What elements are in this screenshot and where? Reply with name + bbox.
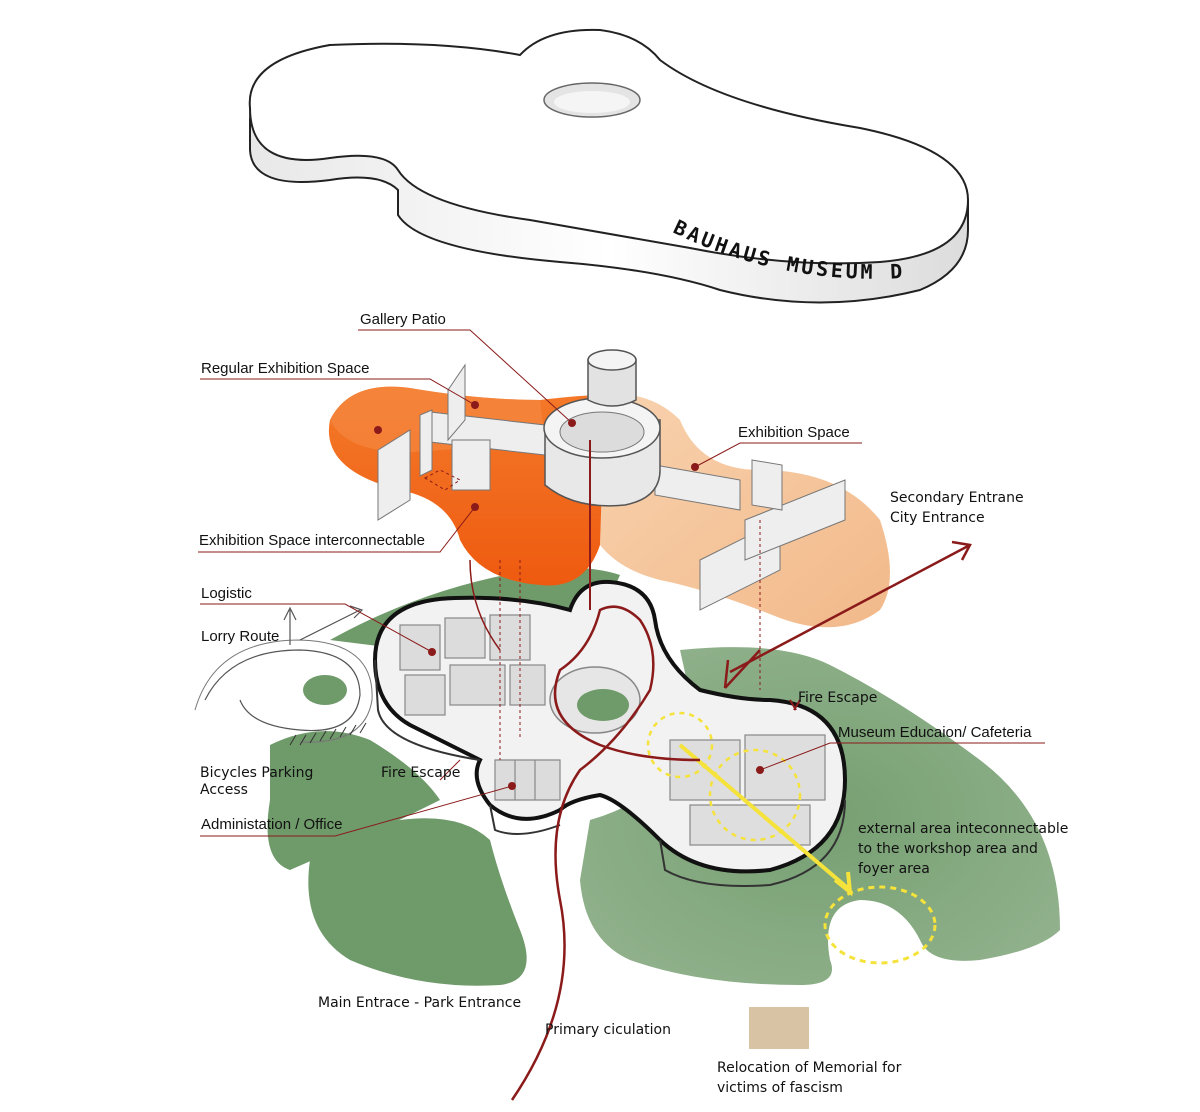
label-exhibition-space: Exhibition Space	[738, 424, 850, 441]
label-bicycles-1: Bicycles Parking	[200, 765, 313, 781]
education-flow-ring	[708, 748, 802, 842]
leader-interconnectable	[198, 506, 476, 553]
lorry-arrow-2	[283, 606, 297, 645]
label-external-2: to the workshop area and	[858, 841, 1038, 857]
entrance-arrow-head	[723, 649, 761, 689]
label-external-3: foyer area	[858, 861, 930, 877]
label-museum-education: Museum Educaion/ Cafeteria	[838, 724, 1032, 741]
green-area-west	[267, 731, 440, 870]
lorry-arrow-1	[299, 605, 364, 641]
logistic-rooms	[399, 614, 546, 716]
leader-exhibition-space	[694, 442, 862, 468]
green-area-south	[308, 818, 527, 986]
admin-rooms	[494, 759, 561, 801]
exhibition-floor	[328, 349, 890, 628]
label-memorial-2: victims of fascism	[717, 1080, 843, 1096]
leader-fire-escape-left	[439, 759, 461, 781]
label-secondary-entrance: Secondary Entrane	[890, 490, 1024, 506]
leader-administration	[200, 785, 513, 837]
gallery-tower	[587, 359, 637, 407]
circulation-path-left	[469, 559, 501, 651]
central-patio-green	[577, 689, 629, 721]
lorry-turn-green	[303, 675, 347, 705]
label-bicycles-2: Access	[200, 782, 248, 798]
label-lorry-route: Lorry Route	[201, 628, 279, 645]
leader-gallery-patio	[358, 329, 573, 424]
external-connection-arrow	[678, 743, 853, 897]
fire-escape-marker-r	[789, 699, 801, 711]
leader-dots	[374, 401, 764, 790]
label-regular-exhibition: Regular Exhibition Space	[201, 360, 369, 377]
ground-floor	[372, 579, 853, 897]
gallery-patio	[543, 349, 661, 507]
label-main-entrance: Main Entrace - Park Entrance	[318, 995, 521, 1011]
fire-escape-ring	[646, 711, 714, 779]
leader-regular-exhibition	[200, 378, 476, 406]
primary-circulation	[469, 440, 972, 1101]
label-primary-circulation: Primary ciculation	[545, 1022, 671, 1038]
label-city-entrance: City Entrance	[890, 510, 985, 526]
exhibition-floor-peach	[600, 394, 890, 628]
label-administration: Administation / Office	[201, 816, 342, 833]
roof-top-surface	[248, 28, 970, 265]
label-gallery-patio: Gallery Patio	[360, 311, 446, 328]
gallery-patio-inner	[559, 411, 645, 453]
label-fire-escape-right: Fire Escape	[798, 690, 877, 706]
label-external-1: external area inteconnectable	[858, 821, 1068, 837]
leader-lines	[198, 329, 1045, 837]
memorial-swatch	[749, 1007, 809, 1049]
gallery-tower-top	[587, 349, 637, 371]
leader-education	[759, 742, 1045, 771]
label-fire-escape-left: Fire Escape	[381, 765, 460, 781]
memorial-ring	[823, 885, 937, 965]
label-memorial-1: Relocation of Memorial for	[717, 1060, 902, 1076]
labels: Gallery Patio Regular Exhibition Space E…	[199, 311, 1068, 1096]
roof-volume: BAUHAUS MUSEUM DESSAU	[0, 0, 970, 304]
lorry-route-road	[204, 649, 361, 732]
ground-floor-facade	[374, 659, 846, 887]
roof-oculus-inner	[554, 91, 630, 113]
primary-circulation-line	[510, 605, 701, 1101]
leader-logistic	[200, 603, 433, 653]
label-interconnectable: Exhibition Space interconnectable	[199, 532, 425, 549]
bicycle-parking	[289, 722, 367, 746]
exhibition-walls	[377, 363, 846, 611]
city-entrance-arrow	[729, 540, 972, 674]
label-logistic: Logistic	[201, 585, 252, 602]
